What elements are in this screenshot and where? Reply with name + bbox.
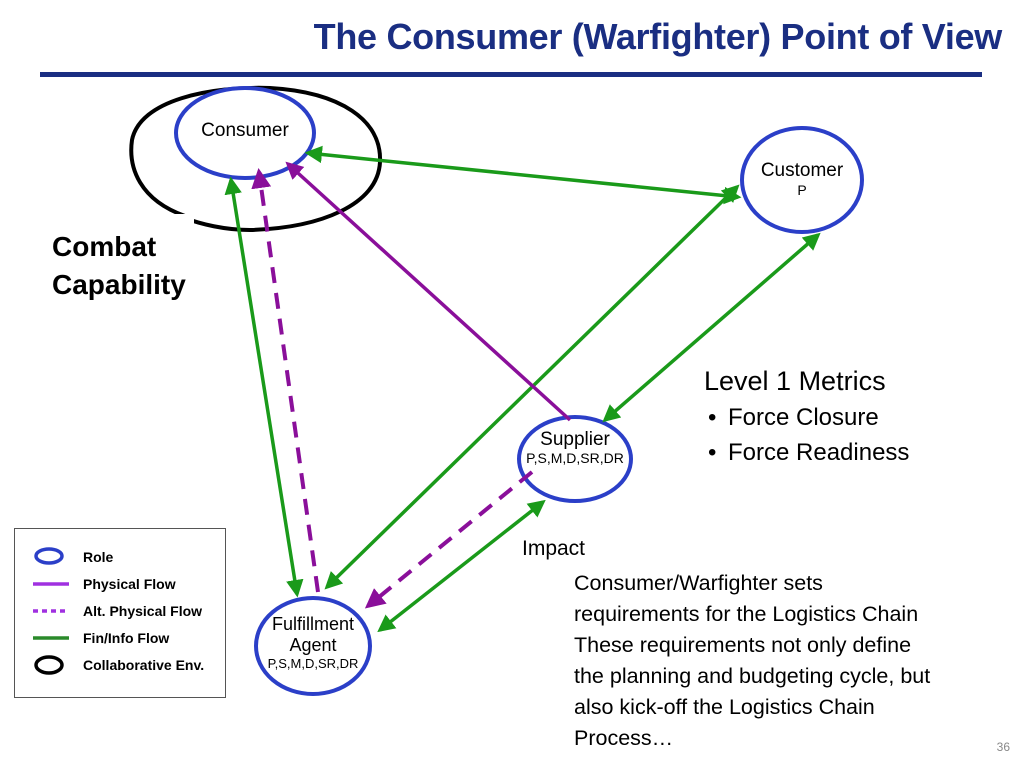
legend-physical: Physical Flow [25,574,225,594]
fulfillment-label: Fulfillment Agent P,S,M,D,SR,DR [248,614,378,672]
fulfillment-label-line1: Fulfillment [271,614,355,634]
page-number: 36 [996,740,1010,754]
fulfillment-label-line2: Agent [289,635,337,655]
impact-line: the planning and budgeting cycle, but [574,664,931,688]
flow-supplier-fulfillment [377,499,546,633]
impact-title: Impact [522,537,586,560]
page-title: The Consumer (Warfighter) Point of View [313,16,1003,57]
impact-line: requirements for the Logistics Chain [574,602,919,626]
customer-sub: P [797,182,807,198]
role-symbol-icon [34,547,64,565]
flow-fulfillment-consumer [224,176,304,598]
alt-physical-flow-line-icon [33,609,69,613]
metrics-title: Level 1 Metrics [704,366,886,396]
impact-line: These requirements not only define [574,633,912,657]
legend-physical-label: Physical Flow [83,576,176,592]
legend-collab: Collaborative Env. [25,655,225,675]
impact-line: also kick-off the Logistics Chain [574,695,875,719]
metric-item: Force Readiness [708,435,909,470]
legend-role: Role [25,547,225,567]
legend: Role Physical Flow Alt. Physical Flow Fi… [14,528,226,698]
legend-fin-info-label: Fin/Info Flow [83,630,170,646]
fulfillment-node[interactable] [254,596,372,696]
flow-supplier-customer [602,232,821,423]
combat-line2: Capability [52,269,186,300]
legend-alt-physical-label: Alt. Physical Flow [83,603,203,619]
impact-line: Process… [574,726,674,750]
legend-role-label: Role [83,549,114,565]
customer-label-text: Customer [760,160,844,181]
combat-capability-label: Combat Capability [52,228,186,304]
consumer-label: Consumer [201,120,289,141]
collaborative-env-symbol-icon [34,655,64,675]
supplier-sub: P,S,M,D,SR,DR [526,450,624,466]
flow-supplier-fulfillment-alt [364,470,534,609]
fulfillment-sub: P,S,M,D,SR,DR [267,656,359,671]
level1-metrics: Level 1 Metrics Force Closure Force Read… [704,364,909,470]
combat-line1: Combat [52,231,157,262]
fin-info-flow-line-icon [33,636,69,640]
legend-alt-physical: Alt. Physical Flow [25,601,225,621]
title-rule [40,72,982,77]
impact-line: Consumer/Warfighter sets [574,571,823,595]
customer-label: Customer P [742,160,862,198]
legend-fin-info: Fin/Info Flow [25,628,225,648]
flow-consumer-customer [304,145,742,205]
supplier-label-text: Supplier [540,429,610,450]
metric-item: Force Closure [708,400,909,435]
customer-node[interactable] [740,126,864,234]
legend-collab-label: Collaborative Env. [83,657,205,673]
flow-supplier-consumer-physical [285,161,572,422]
flow-fulfillment-consumer-alt [251,168,320,593]
impact-body: Consumer/Warfighter sets requirements fo… [574,568,1004,754]
metrics-list: Force Closure Force Readiness [704,400,909,470]
physical-flow-line-icon [33,582,69,586]
supplier-label: Supplier P,S,M,D,SR,DR [505,429,645,467]
